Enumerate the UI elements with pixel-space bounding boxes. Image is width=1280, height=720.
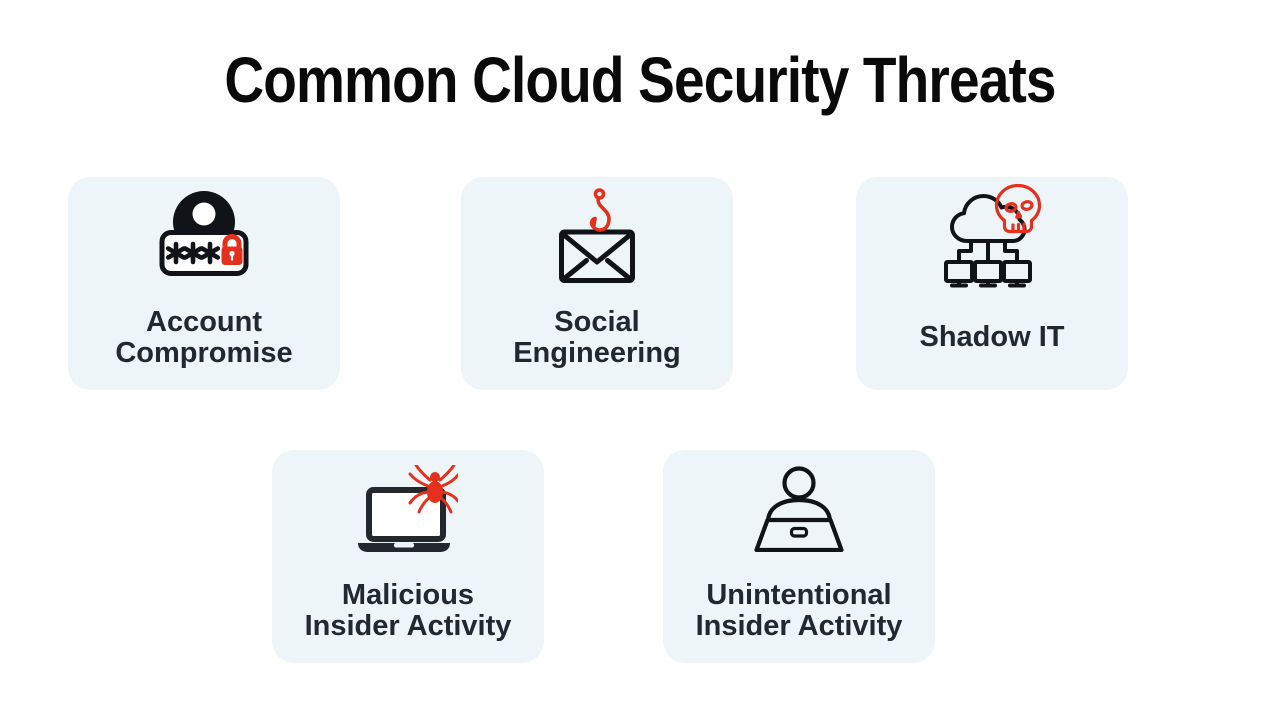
page-title: Common Cloud Security Threats <box>224 44 1056 116</box>
cloud-skull-network-icon <box>944 184 1042 288</box>
card-shadow-it: Shadow IT <box>856 177 1128 390</box>
card-label-line: Account <box>146 305 262 338</box>
card-label-account-compromise: Account Compromise <box>68 295 340 390</box>
user-password-lock-icon <box>68 177 340 295</box>
laptop-spider-malware-icon <box>358 465 458 552</box>
card-social-engineering: Social Engineering <box>461 177 733 390</box>
card-label-line: Engineering <box>513 336 681 369</box>
user-password-lock-icon <box>159 191 249 276</box>
card-label-line: Malicious <box>341 578 475 611</box>
card-label-line: Compromise <box>115 336 293 369</box>
card-label-line: Insider Activity <box>695 609 903 642</box>
card-label-line: Shadow IT <box>919 321 1065 353</box>
card-label-shadow-it: Shadow IT <box>856 295 1128 390</box>
card-label-unintentional-insider-activity: Unintentional Insider Activity <box>663 568 935 663</box>
phishing-email-hook-icon <box>559 188 635 283</box>
card-label-social-engineering: Social Engineering <box>461 295 733 390</box>
card-account-compromise: Account Compromise <box>68 177 340 390</box>
cloud-skull-network-icon <box>856 177 1128 295</box>
card-malicious-insider-activity: Malicious Insider Activity <box>272 450 544 663</box>
card-label-malicious-insider-activity: Malicious Insider Activity <box>272 568 544 663</box>
person-at-laptop-icon <box>754 466 844 552</box>
card-unintentional-insider-activity: Unintentional Insider Activity <box>663 450 935 663</box>
laptop-spider-malware-icon <box>272 450 544 568</box>
card-label-line: Social <box>554 305 640 338</box>
card-label-line: Insider Activity <box>304 609 512 642</box>
phishing-email-hook-icon <box>461 177 733 295</box>
person-at-laptop-icon <box>663 450 935 568</box>
card-label-line: Unintentional <box>706 578 892 611</box>
